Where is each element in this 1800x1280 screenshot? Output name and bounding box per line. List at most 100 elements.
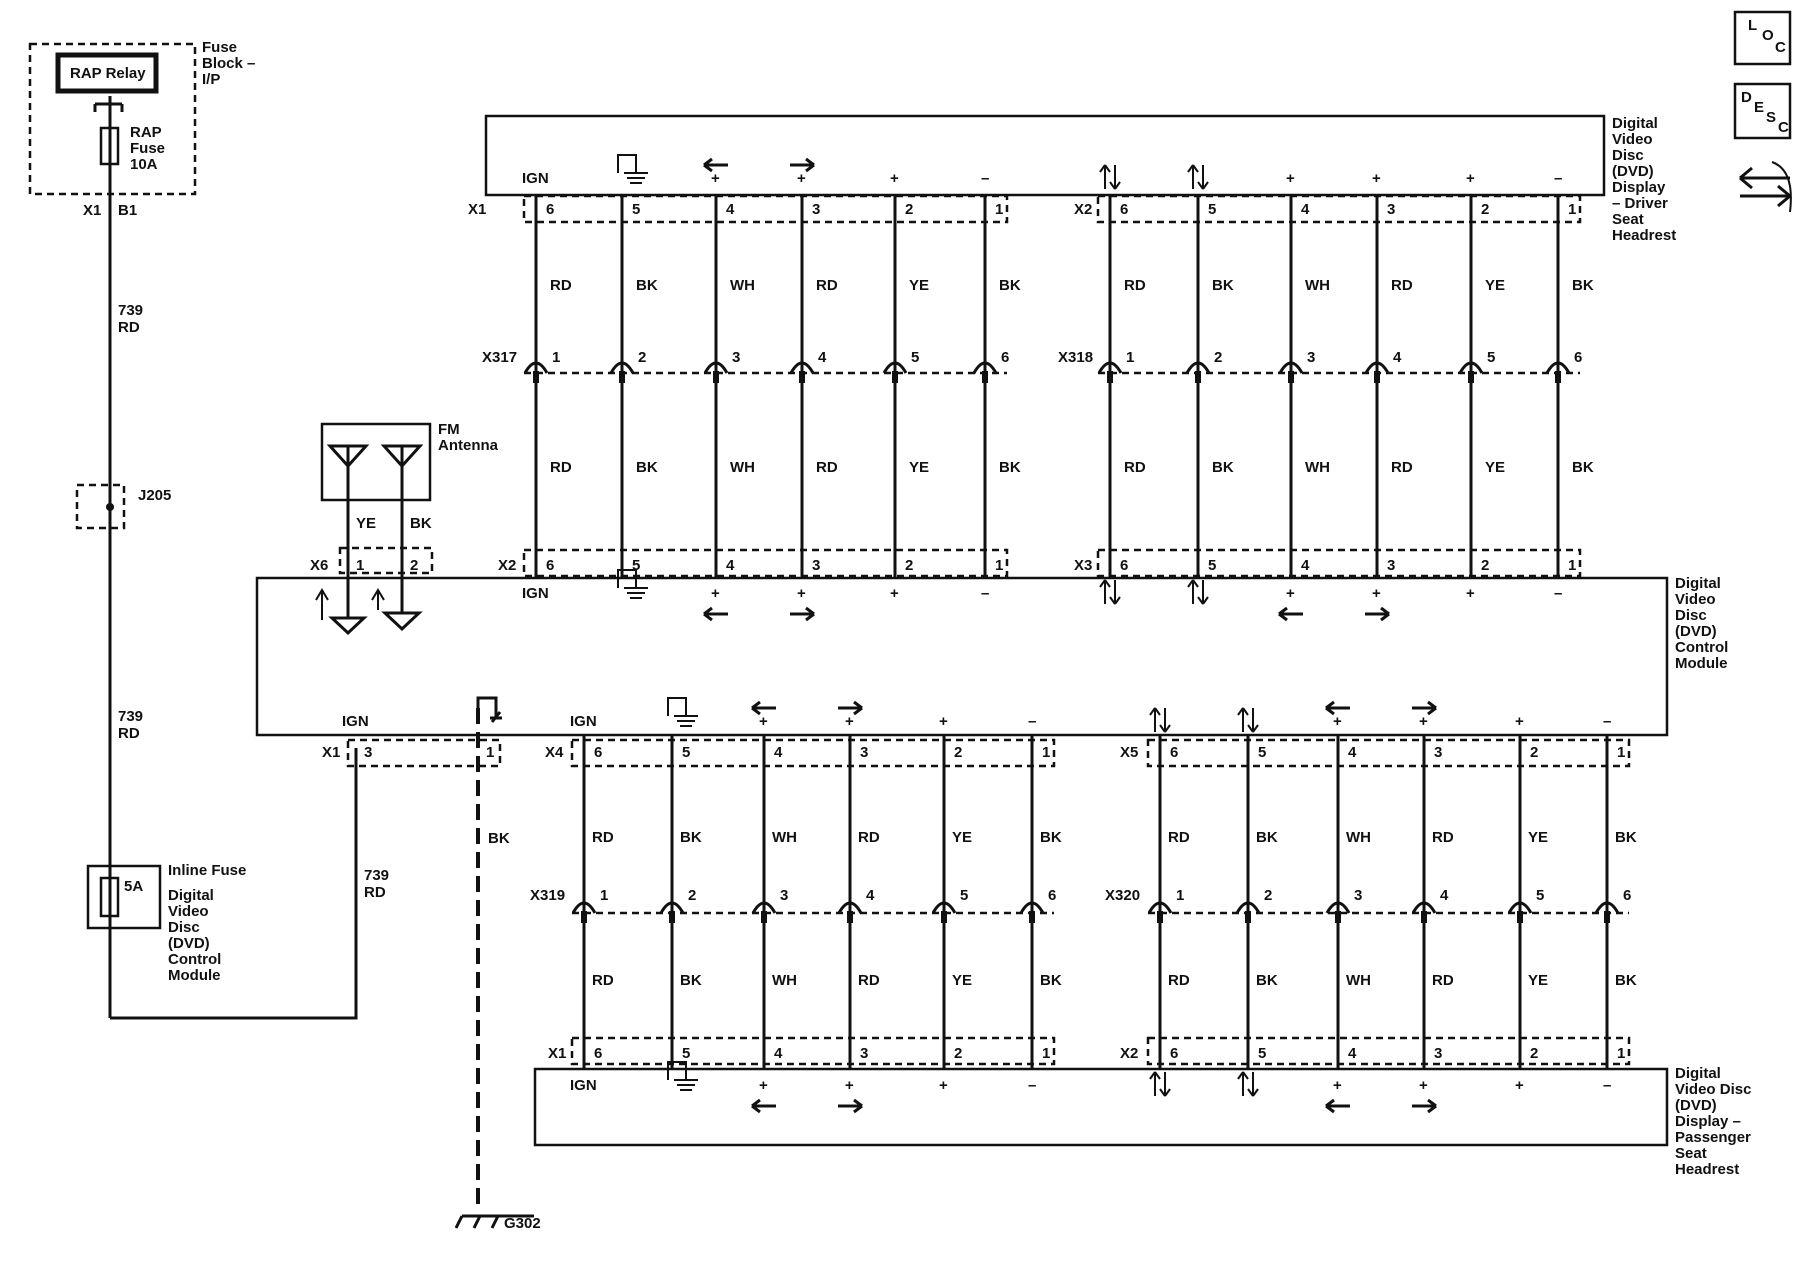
plus-sign: +	[1286, 585, 1295, 602]
pin-number: 1	[1568, 557, 1576, 574]
conn-psg-b: X2	[1120, 1045, 1138, 1062]
svg-text:IGN: IGN	[342, 713, 369, 730]
pin-number: 3	[1387, 201, 1395, 218]
pin-number: 6	[546, 201, 554, 218]
pin-icon	[581, 911, 587, 923]
arrow-left-icon	[1325, 1098, 1350, 1114]
svg-text:Video Disc: Video Disc	[1675, 1081, 1751, 1098]
svg-text:(DVD): (DVD)	[168, 935, 210, 952]
wire-color: WH	[1346, 829, 1371, 846]
pin-icon	[1604, 911, 1610, 923]
minus-sign: –	[1603, 713, 1611, 730]
arrow-left-icon	[1278, 606, 1303, 622]
plus-sign: +	[845, 713, 854, 730]
svg-text:Fuse: Fuse	[130, 140, 165, 157]
inline-pin-number: 1	[600, 887, 608, 904]
inline-pin-number: 3	[1354, 887, 1362, 904]
fm-antenna: FM Antenna YE BK X6 1 2	[310, 421, 499, 636]
wire-color: BK	[1572, 459, 1594, 476]
pin-number: 5	[1258, 1045, 1266, 1062]
pin-number: 6	[594, 1045, 602, 1062]
pin-number: 4	[1301, 557, 1310, 574]
conn-drv-b: X2	[1074, 201, 1092, 218]
up-down-arrows-icon	[1237, 707, 1259, 733]
connector-shell	[522, 194, 1009, 224]
svg-text:Control: Control	[168, 951, 221, 968]
harness-layer: 6RDRD16IGNIGN5BKBK254WHWH34++3RDRD43++2Y…	[522, 154, 1637, 1114]
pin-icon	[892, 371, 898, 383]
control-module: Digital Video Disc (DVD) Control Module …	[255, 575, 1728, 768]
svg-text:– Driver: – Driver	[1612, 195, 1668, 212]
pin-icon	[761, 911, 767, 923]
pin-icon	[1157, 911, 1163, 923]
inline-socket	[751, 901, 777, 914]
ign-label: IGN	[522, 585, 549, 602]
ground-icon	[617, 154, 648, 184]
wire-color: WH	[1346, 972, 1371, 989]
svg-text:Passenger: Passenger	[1675, 1129, 1751, 1146]
svg-text:J205: J205	[138, 487, 171, 504]
loc-icon[interactable]: L O C	[1733, 10, 1792, 66]
connector-view-icon[interactable]	[1739, 161, 1792, 213]
minus-sign: –	[1554, 170, 1562, 187]
wire-color: BK	[999, 277, 1021, 294]
pin-icon	[669, 911, 675, 923]
svg-text:Fuse: Fuse	[202, 39, 237, 56]
inline-pin-number: 2	[1264, 887, 1272, 904]
conn-mid-a: X317	[482, 349, 517, 366]
conn-drv-a: X1	[468, 201, 486, 218]
inline-socket	[882, 361, 908, 374]
svg-text:1: 1	[486, 744, 494, 761]
inline-pin-number: 6	[1048, 887, 1056, 904]
pin-number: 5	[1208, 201, 1216, 218]
arrow-right-icon	[790, 606, 815, 622]
inline-socket	[609, 361, 635, 374]
up-down-arrows-icon	[1187, 164, 1209, 190]
pin-number: 4	[774, 1045, 783, 1062]
wire-color: RD	[1432, 972, 1454, 989]
svg-text:BK: BK	[410, 515, 432, 532]
plus-sign: +	[890, 585, 899, 602]
wire-color: BK	[1040, 972, 1062, 989]
inline-pin-number: 4	[1440, 887, 1449, 904]
wire-color: BK	[1615, 829, 1637, 846]
inline-socket	[1545, 361, 1571, 374]
wire-color: BK	[1615, 972, 1637, 989]
pin-number: 3	[1387, 557, 1395, 574]
svg-text:(DVD): (DVD)	[1675, 623, 1717, 640]
conn-mid-b: X318	[1058, 349, 1093, 366]
pin-icon	[1195, 371, 1201, 383]
pin-icon	[982, 371, 988, 383]
svg-text:RAP: RAP	[130, 124, 162, 141]
pin-number: 6	[1170, 1045, 1178, 1062]
conn-cm-d: X5	[1120, 744, 1138, 761]
ign-label: IGN	[570, 1077, 597, 1094]
desc-icon[interactable]: D E S C	[1733, 82, 1792, 140]
pin-icon	[1107, 371, 1113, 383]
inline-socket	[789, 361, 815, 374]
pin-number: 1	[1617, 744, 1625, 761]
svg-text:C: C	[1778, 119, 1789, 136]
svg-text:5A: 5A	[124, 878, 143, 895]
pin-number: 3	[860, 1045, 868, 1062]
pin-number: 1	[1042, 1045, 1050, 1062]
connector-shell	[570, 738, 1056, 768]
svg-text:D: D	[1741, 89, 1752, 106]
minus-sign: –	[1028, 713, 1036, 730]
pin-number: 6	[1120, 557, 1128, 574]
svg-text:Display: Display	[1612, 179, 1666, 196]
conn-mid-d: X320	[1105, 887, 1140, 904]
plus-sign: +	[939, 713, 948, 730]
svg-text:Seat: Seat	[1612, 211, 1644, 228]
inline-pin-number: 4	[1393, 349, 1402, 366]
inline-pin-number: 2	[638, 349, 646, 366]
wire-color: WH	[1305, 277, 1330, 294]
inline-socket	[1019, 901, 1045, 914]
wire-color: RD	[1432, 829, 1454, 846]
arrow-left-icon	[703, 606, 728, 622]
pin-number: 6	[594, 744, 602, 761]
svg-text:C: C	[1775, 39, 1786, 56]
pin-number: 2	[1530, 744, 1538, 761]
inline-socket	[931, 901, 957, 914]
inline-socket	[972, 361, 998, 374]
